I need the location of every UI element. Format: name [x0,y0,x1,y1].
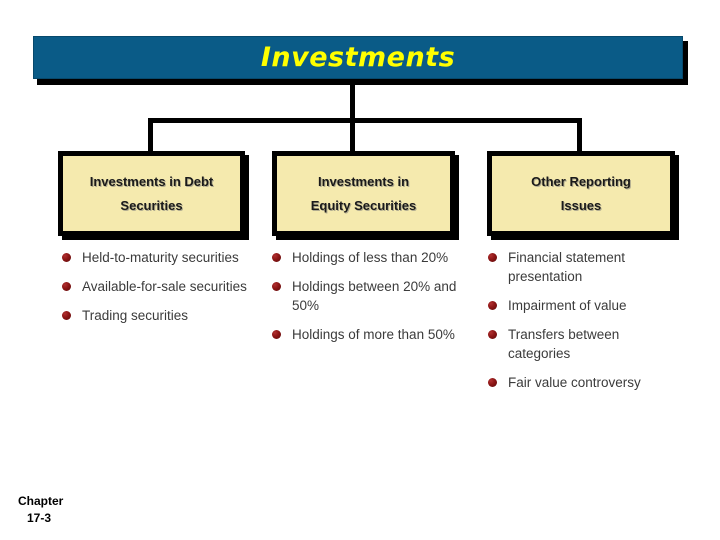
list-item: Financial statement presentation [484,248,684,286]
list-item: Impairment of value [484,296,684,315]
list-item: Available-for-sale securities [58,277,258,296]
page-title: Investments [260,42,456,73]
bullet-dot-icon [62,311,71,320]
bullet-dot-icon [488,253,497,262]
list-item-label: Trading securities [82,308,189,323]
category-heading-line: Investments in Debt [89,173,214,189]
list-item-label: Held-to-maturity securities [82,250,239,265]
chapter-label: Chapter [18,494,64,508]
list-item-label: Fair value controversy [508,375,641,390]
list-item: Held-to-maturity securities [58,248,258,267]
list-item-label: Holdings of less than 20% [292,250,449,265]
list-item-label: Impairment of value [508,298,627,313]
category-heading-line: Other Reporting [531,173,631,189]
category-heading-line: Securities [120,197,183,213]
connector-drop-middle [350,118,355,154]
bullet-dot-icon [488,330,497,339]
chapter-number: 17-3 [27,511,52,525]
category-box-investments-in-debt-securities: Investments in Debt Securities [58,151,245,236]
list-item: Trading securities [58,306,258,325]
bullet-list-equity-securities: Holdings of less than 20% Holdings betwe… [268,248,468,354]
list-item-label: Available-for-sale securities [82,279,247,294]
category-heading-line: Investments in [317,173,410,189]
bullet-dot-icon [272,330,281,339]
category-box-other-reporting-issues: Other Reporting Issues [487,151,675,236]
list-item-label: Holdings between 20% and 50% [292,279,457,313]
category-heading-line: Equity Securities [310,197,417,213]
list-item-label: Financial statement presentation [508,250,626,284]
bullet-dot-icon [62,253,71,262]
list-item: Holdings of more than 50% [268,325,468,344]
list-item: Holdings between 20% and 50% [268,277,468,315]
bullet-dot-icon [488,378,497,387]
bullet-dot-icon [272,282,281,291]
bullet-dot-icon [272,253,281,262]
bullet-list-other-reporting-issues: Financial statement presentation Impairm… [484,248,684,402]
list-item-label: Transfers between categories [508,327,620,361]
connector-stem [350,84,355,122]
bullet-list-debt-securities: Held-to-maturity securities Available-fo… [58,248,258,335]
category-heading-line: Issues [560,197,602,213]
slide-footer: Chapter 17-3 [18,493,63,527]
connector-drop-right [577,118,582,154]
connector-drop-left [148,118,153,154]
list-item: Transfers between categories [484,325,684,363]
list-item: Holdings of less than 20% [268,248,468,267]
connector-horizontal [148,118,582,123]
title-banner: Investments [33,36,683,79]
list-item: Fair value controversy [484,373,684,392]
bullet-dot-icon [62,282,71,291]
list-item-label: Holdings of more than 50% [292,327,455,342]
bullet-dot-icon [488,301,497,310]
category-box-investments-in-equity-securities: Investments in Equity Securities [272,151,455,236]
